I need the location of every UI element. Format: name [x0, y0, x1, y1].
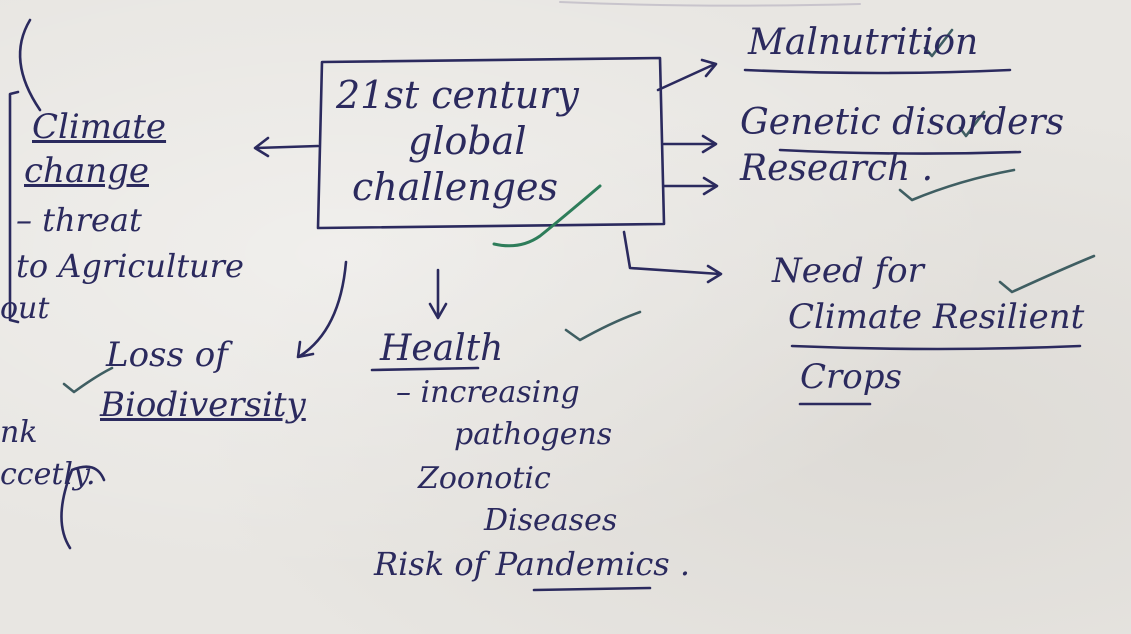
arrow-to-malnutrition: [656, 62, 717, 92]
margin-fragment-3: ccetly.: [0, 457, 96, 492]
health-line3: Zoonotic: [418, 461, 551, 496]
biodiversity-line2: Biodiversity: [100, 385, 306, 425]
underline-pandemics: [532, 586, 652, 592]
challenge-malnutrition: Malnutrition: [748, 22, 979, 63]
climate-change-detail-line1: – threat: [16, 201, 142, 239]
underline-genetic-disorders: [778, 148, 1022, 155]
arrow-to-biodiversity: [298, 260, 348, 358]
health-line2: pathogens: [454, 417, 613, 452]
health-line4: Diseases: [484, 503, 618, 538]
resilient-crops-line3: Crops: [800, 357, 902, 397]
central-box: [316, 56, 666, 230]
tick-research: [898, 168, 1016, 202]
underline-health: [370, 366, 480, 372]
health-title: Health: [380, 328, 504, 369]
underline-resilient: [790, 344, 1082, 351]
resilient-crops-line2: Climate Resilient: [788, 297, 1085, 337]
underline-malnutrition: [743, 68, 1012, 75]
health-line5: Risk of Pandemics .: [374, 545, 691, 583]
climate-change-title-line1: Climate: [32, 107, 167, 147]
tick-need-for: [998, 254, 1096, 294]
central-title-line1: 21st century: [336, 73, 579, 117]
climate-change-title-line2: change: [24, 151, 149, 191]
margin-fragment-1: out: [0, 291, 50, 326]
arrow-to-resilient-crops: [622, 230, 722, 276]
arrow-to-climate-change: [254, 144, 320, 150]
green-tick-center: [492, 184, 602, 248]
resilient-crops-line1: Need for: [772, 251, 924, 291]
bleed-through-line: [559, 1, 861, 7]
tick-genetic: [958, 110, 986, 138]
climate-change-detail-line2: to Agriculture: [16, 247, 244, 285]
tick-malnutrition: [923, 28, 954, 58]
tick-health: [564, 310, 642, 342]
biodiversity-line1: Loss of: [106, 335, 228, 375]
margin-fragment-2: nk: [0, 415, 38, 450]
health-line1: – increasing: [396, 375, 580, 410]
challenge-research: Research .: [740, 148, 934, 189]
challenge-genetic-disorders: Genetic disorders: [740, 102, 1065, 143]
central-title-line2: global: [408, 119, 527, 163]
tick-biodiversity: [62, 366, 114, 394]
margin-bracket: [8, 90, 20, 324]
central-title-line3: challenges: [352, 165, 558, 209]
